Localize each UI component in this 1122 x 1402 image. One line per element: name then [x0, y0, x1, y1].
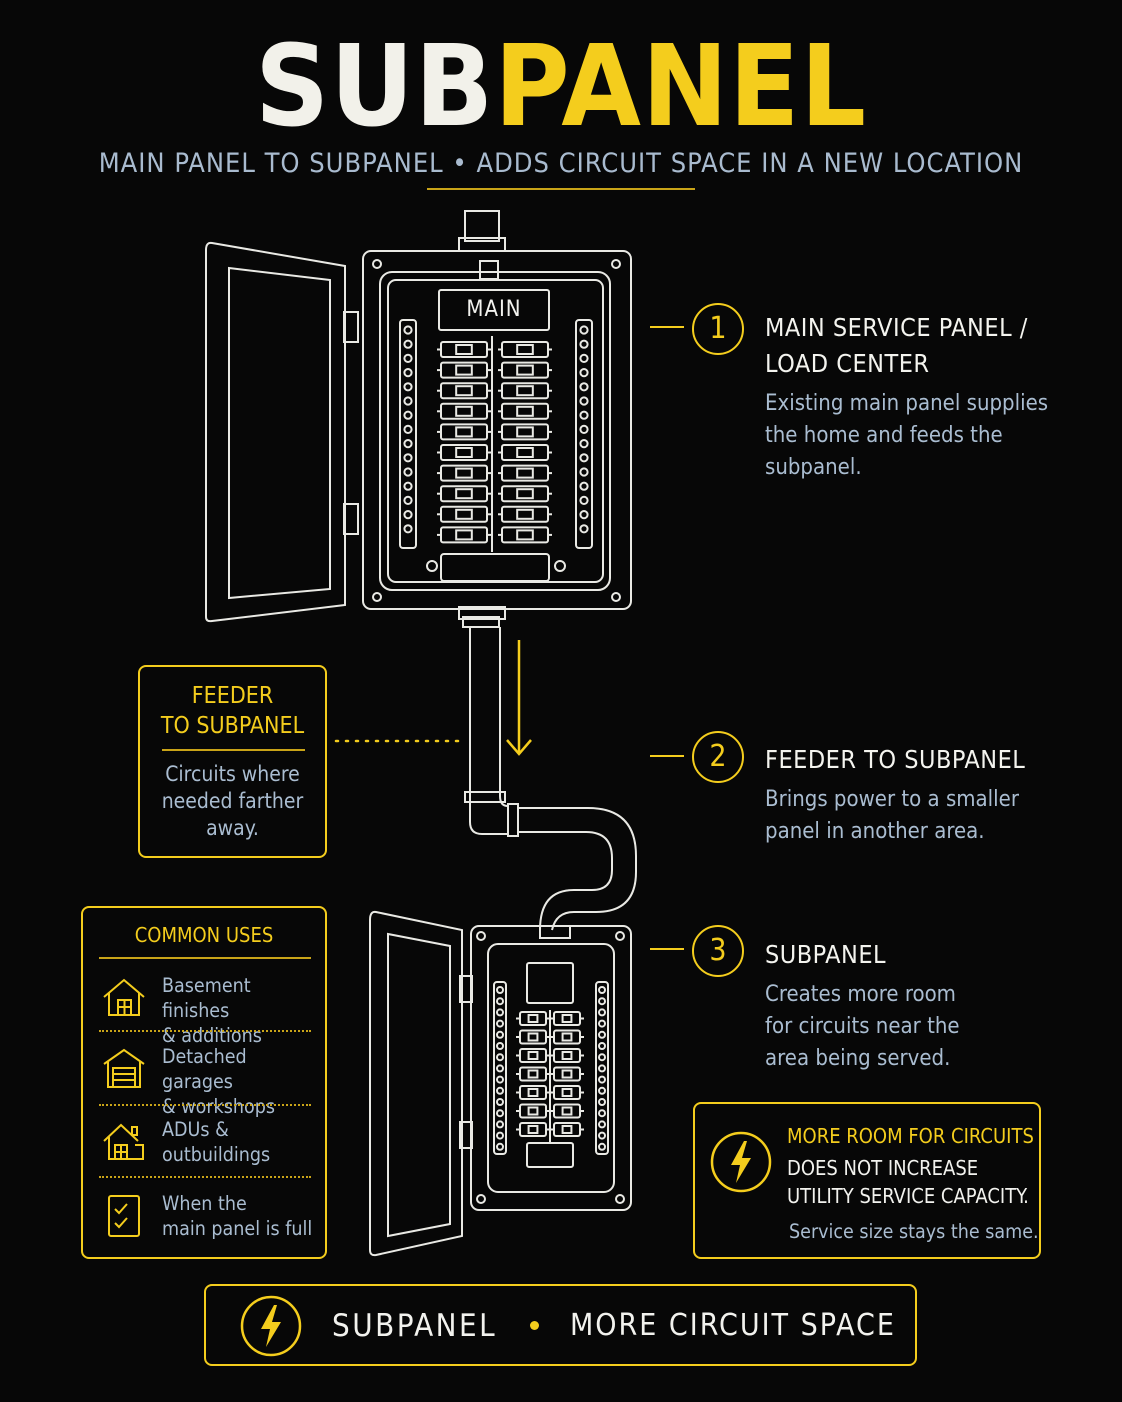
subpanel-breakers [516, 1011, 584, 1137]
subtitle-underline [427, 188, 695, 190]
feeder-box-body: Circuits where needed farther away. [161, 762, 304, 840]
outbuilding-icon [103, 1123, 144, 1160]
callout-3-heading: SUBPANEL [765, 940, 887, 969]
subpanel-enclosure [470, 925, 632, 1211]
main-panel-label: MAIN [466, 297, 522, 322]
callout-3-number: 3 [692, 925, 744, 977]
use-item-garage: Detached garages& workshops [83, 1044, 325, 1118]
page-title: SUBPANEL [255, 22, 867, 152]
callout-1-number: 1 [692, 303, 744, 355]
note-heading: MORE ROOM FOR CIRCUITS [787, 1124, 1034, 1148]
callout-2-number: 2 [692, 731, 744, 783]
footer-right-text: MORE CIRCUIT SPACE [570, 1308, 896, 1343]
house-icon [103, 978, 145, 1016]
common-uses-heading: COMMON USES [134, 923, 274, 947]
feeder-box-heading: FEEDER TO SUBPANEL [160, 683, 305, 739]
note-warning: DOES NOT INCREASE UTILITY SERVICE CAPACI… [787, 1156, 1029, 1208]
use-item-adu: ADUs &outbuildings [83, 1117, 325, 1189]
main-panel-door [205, 241, 359, 623]
feeder-conduit [462, 616, 637, 931]
callout-2-leader [650, 755, 684, 757]
subpanel-bus-screws [496, 986, 606, 1151]
main-breakers [437, 341, 552, 544]
checklist-icon [108, 1195, 140, 1237]
footer-banner: SUBPANEL MORE CIRCUIT SPACE [204, 1284, 917, 1366]
subpanel-door [369, 910, 473, 1257]
main-panel-enclosure [362, 250, 632, 610]
use-item-basement: Basement finishes& additions [83, 973, 325, 1047]
common-uses-box: COMMON USES Basement finishes& additions… [81, 906, 327, 1259]
callout-1-heading: MAIN SERVICE PANEL / LOAD CENTER [765, 313, 1028, 378]
callout-1-body: Existing main panel supplies the home an… [765, 391, 1049, 480]
callout-3-body: Creates more room for circuits near the … [765, 982, 960, 1071]
callout-2-heading: FEEDER TO SUBPANEL [765, 745, 1026, 774]
feeder-box-divider [162, 749, 305, 751]
callout-3-leader [650, 948, 684, 950]
common-uses-divider [99, 957, 311, 959]
callout-1-leader [650, 326, 684, 328]
main-panel-knockout [458, 606, 506, 620]
callout-2-body: Brings power to a smaller panel in anoth… [765, 787, 1019, 844]
capacity-note-box: MORE ROOM FOR CIRCUITS DOES NOT INCREASE… [693, 1102, 1041, 1259]
page-subtitle: MAIN PANEL TO SUBPANEL • ADDS CIRCUIT SP… [98, 148, 1024, 179]
footer-separator-dot [530, 1321, 539, 1330]
footer-left-text: SUBPANEL [332, 1308, 498, 1344]
garage-icon [103, 1048, 145, 1088]
lightning-icon [710, 1131, 772, 1193]
note-detail: Service size stays the same. [789, 1220, 1039, 1243]
main-service-conduit [458, 210, 506, 252]
lightning-icon [240, 1295, 302, 1357]
down-arrow-icon [506, 640, 532, 756]
feeder-info-box: FEEDER TO SUBPANEL Circuits where needed… [138, 665, 327, 858]
main-bus-screws [403, 325, 589, 534]
